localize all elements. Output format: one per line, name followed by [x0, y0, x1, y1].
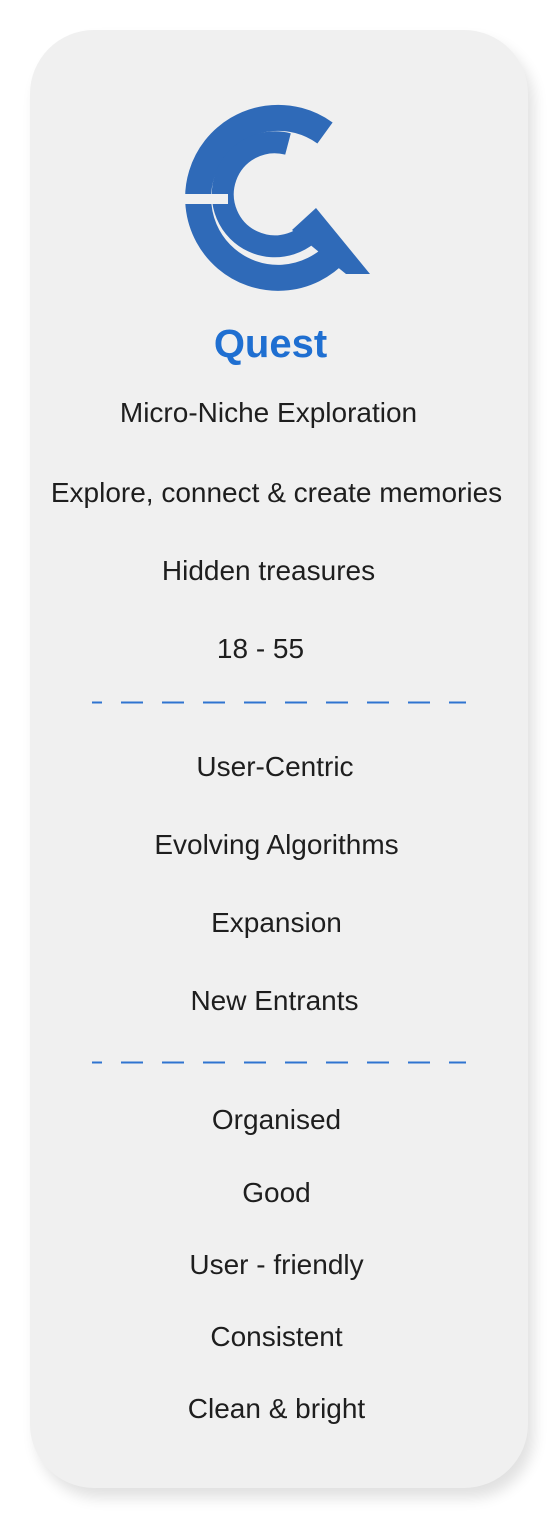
feature-micro-niche: Micro-Niche Exploration: [119, 397, 418, 428]
trait-user-friendly: User - friendly: [189, 1249, 364, 1280]
feature-explore: Explore, connect & create memories: [50, 477, 503, 508]
trait-good: Good: [242, 1177, 311, 1208]
feature-hidden-treasures: Hidden treasures: [161, 555, 376, 586]
section-divider-2: [90, 1061, 466, 1064]
section-divider-1: [90, 701, 466, 704]
trait-consistent: Consistent: [210, 1321, 343, 1352]
quest-q-logo-icon: [180, 104, 370, 291]
feature-user-centric: User-Centric: [196, 751, 354, 782]
feature-expansion: Expansion: [211, 907, 342, 938]
feature-age-range: 18 - 55: [216, 633, 305, 664]
feature-evolving-algorithms: Evolving Algorithms: [154, 829, 399, 860]
trait-organised: Organised: [211, 1104, 342, 1135]
trait-clean-bright: Clean & bright: [187, 1393, 366, 1424]
feature-new-entrants: New Entrants: [190, 985, 359, 1016]
brand-name: Quest: [213, 322, 328, 366]
